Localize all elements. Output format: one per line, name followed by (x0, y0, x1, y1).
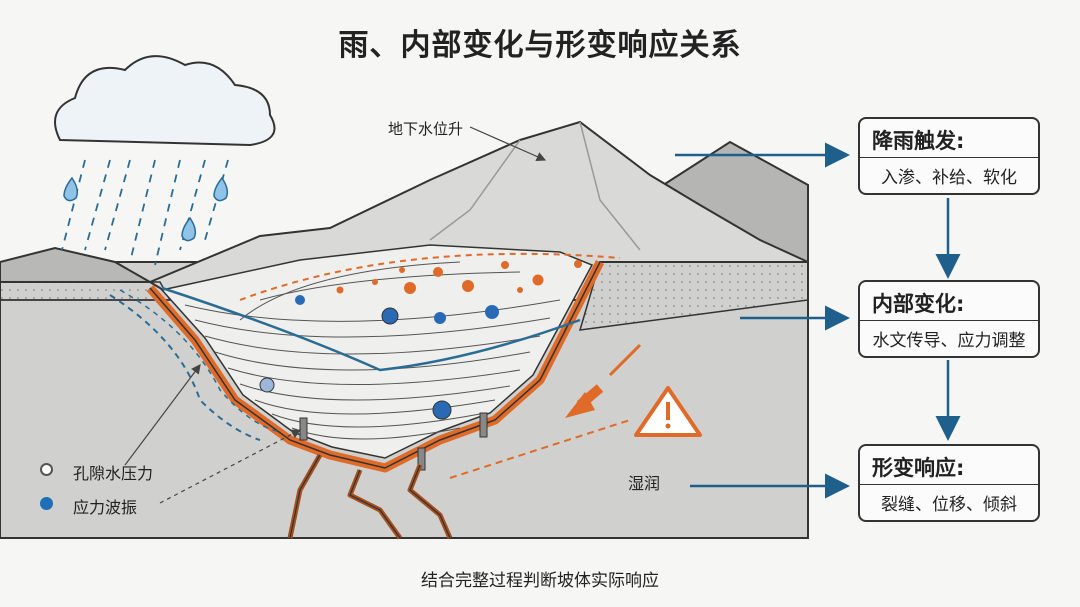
groundwater-line (161, 286, 581, 372)
groundwater-rise-label: 地下水位升 (388, 120, 464, 138)
diagram-title: 雨、内部变化与形变响应关系 (338, 28, 742, 63)
caption: 结合完整过程判断坡体实际响应 (421, 571, 659, 591)
hollow-circle-icon (40, 463, 53, 476)
surface-layer-left (0, 281, 172, 301)
cloud-icon (54, 55, 276, 147)
flow-box-divider (860, 484, 1038, 485)
flow-box-deformation-response: 形变响应: 裂缝、位移、倾斜 (858, 444, 1040, 522)
strata-lines (184, 261, 561, 440)
flow-box-head: 内部变化: (872, 292, 965, 316)
pore-particles (259, 260, 582, 420)
distant-mountain-left (0, 246, 154, 283)
wet-label: 湿润 (628, 474, 661, 493)
arrow-icon (565, 343, 642, 418)
flow-box-sub: 裂缝、位移、倾斜 (881, 495, 1017, 515)
warning-triangle-icon (634, 386, 702, 437)
flow-box-divider (860, 320, 1038, 321)
flow-box-sub: 入渗、补给、软化 (881, 168, 1017, 188)
flow-box-head: 形变响应: (872, 456, 965, 480)
flow-box-sub: 水文传导、应力调整 (872, 331, 1026, 351)
flow-box-internal-change: 内部变化: 水文传导、应力调整 (858, 280, 1040, 358)
surface-layer-right (578, 261, 809, 331)
filled-circle-icon (40, 497, 53, 510)
flow-box-rain-trigger: 降雨触发: 入渗、补给、软化 (858, 117, 1040, 195)
flow-box-head: 降雨触发: (872, 129, 965, 153)
rain (61, 159, 229, 266)
raindrop-icon (63, 176, 229, 242)
flow-box-divider (860, 157, 1038, 158)
